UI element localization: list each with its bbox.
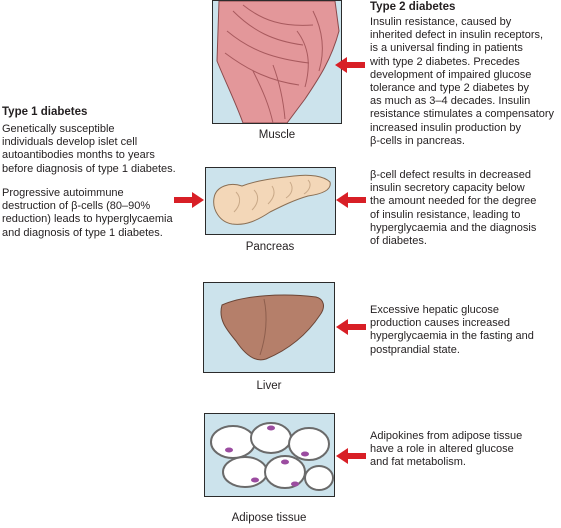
type1-title: Type 1 diabetes: [2, 106, 88, 118]
adipose-illustration: [210, 422, 334, 491]
type2-title: Type 2 diabetes: [370, 1, 456, 13]
adipose-panel: [204, 413, 335, 497]
muscle-arrow-left: [335, 57, 365, 73]
adipose-label: Adipose tissue: [231, 512, 307, 524]
adipose-arrow-left: [336, 448, 366, 464]
type2-adipose-text: Adipokines from adipose tissue have a ro…: [370, 430, 523, 469]
liver-label: Liver: [256, 380, 282, 392]
muscle-label: Muscle: [258, 129, 296, 141]
muscle-illustration: [216, 1, 340, 123]
liver-illustration: [220, 294, 324, 361]
type2-liver-text: Excessive hepatic glucose production cau…: [370, 304, 534, 356]
pancreas-illustration: [213, 174, 331, 225]
type1-paragraph-1: Genetically susceptible individuals deve…: [2, 123, 176, 175]
type2-pancreas-text: β-cell defect results in decreased insul…: [370, 169, 537, 248]
liver-panel: [203, 282, 335, 373]
muscle-panel: [212, 0, 342, 124]
pancreas-arrow-left: [336, 192, 366, 208]
type1-paragraph-2: Progressive autoimmune destruction of β-…: [2, 187, 173, 239]
liver-arrow-left: [336, 319, 366, 335]
type2-muscle-text: Insulin resistance, caused by inherited …: [370, 16, 555, 147]
type1-arrow-right: [174, 192, 204, 208]
pancreas-label: Pancreas: [245, 241, 295, 253]
pancreas-panel: [205, 167, 336, 235]
